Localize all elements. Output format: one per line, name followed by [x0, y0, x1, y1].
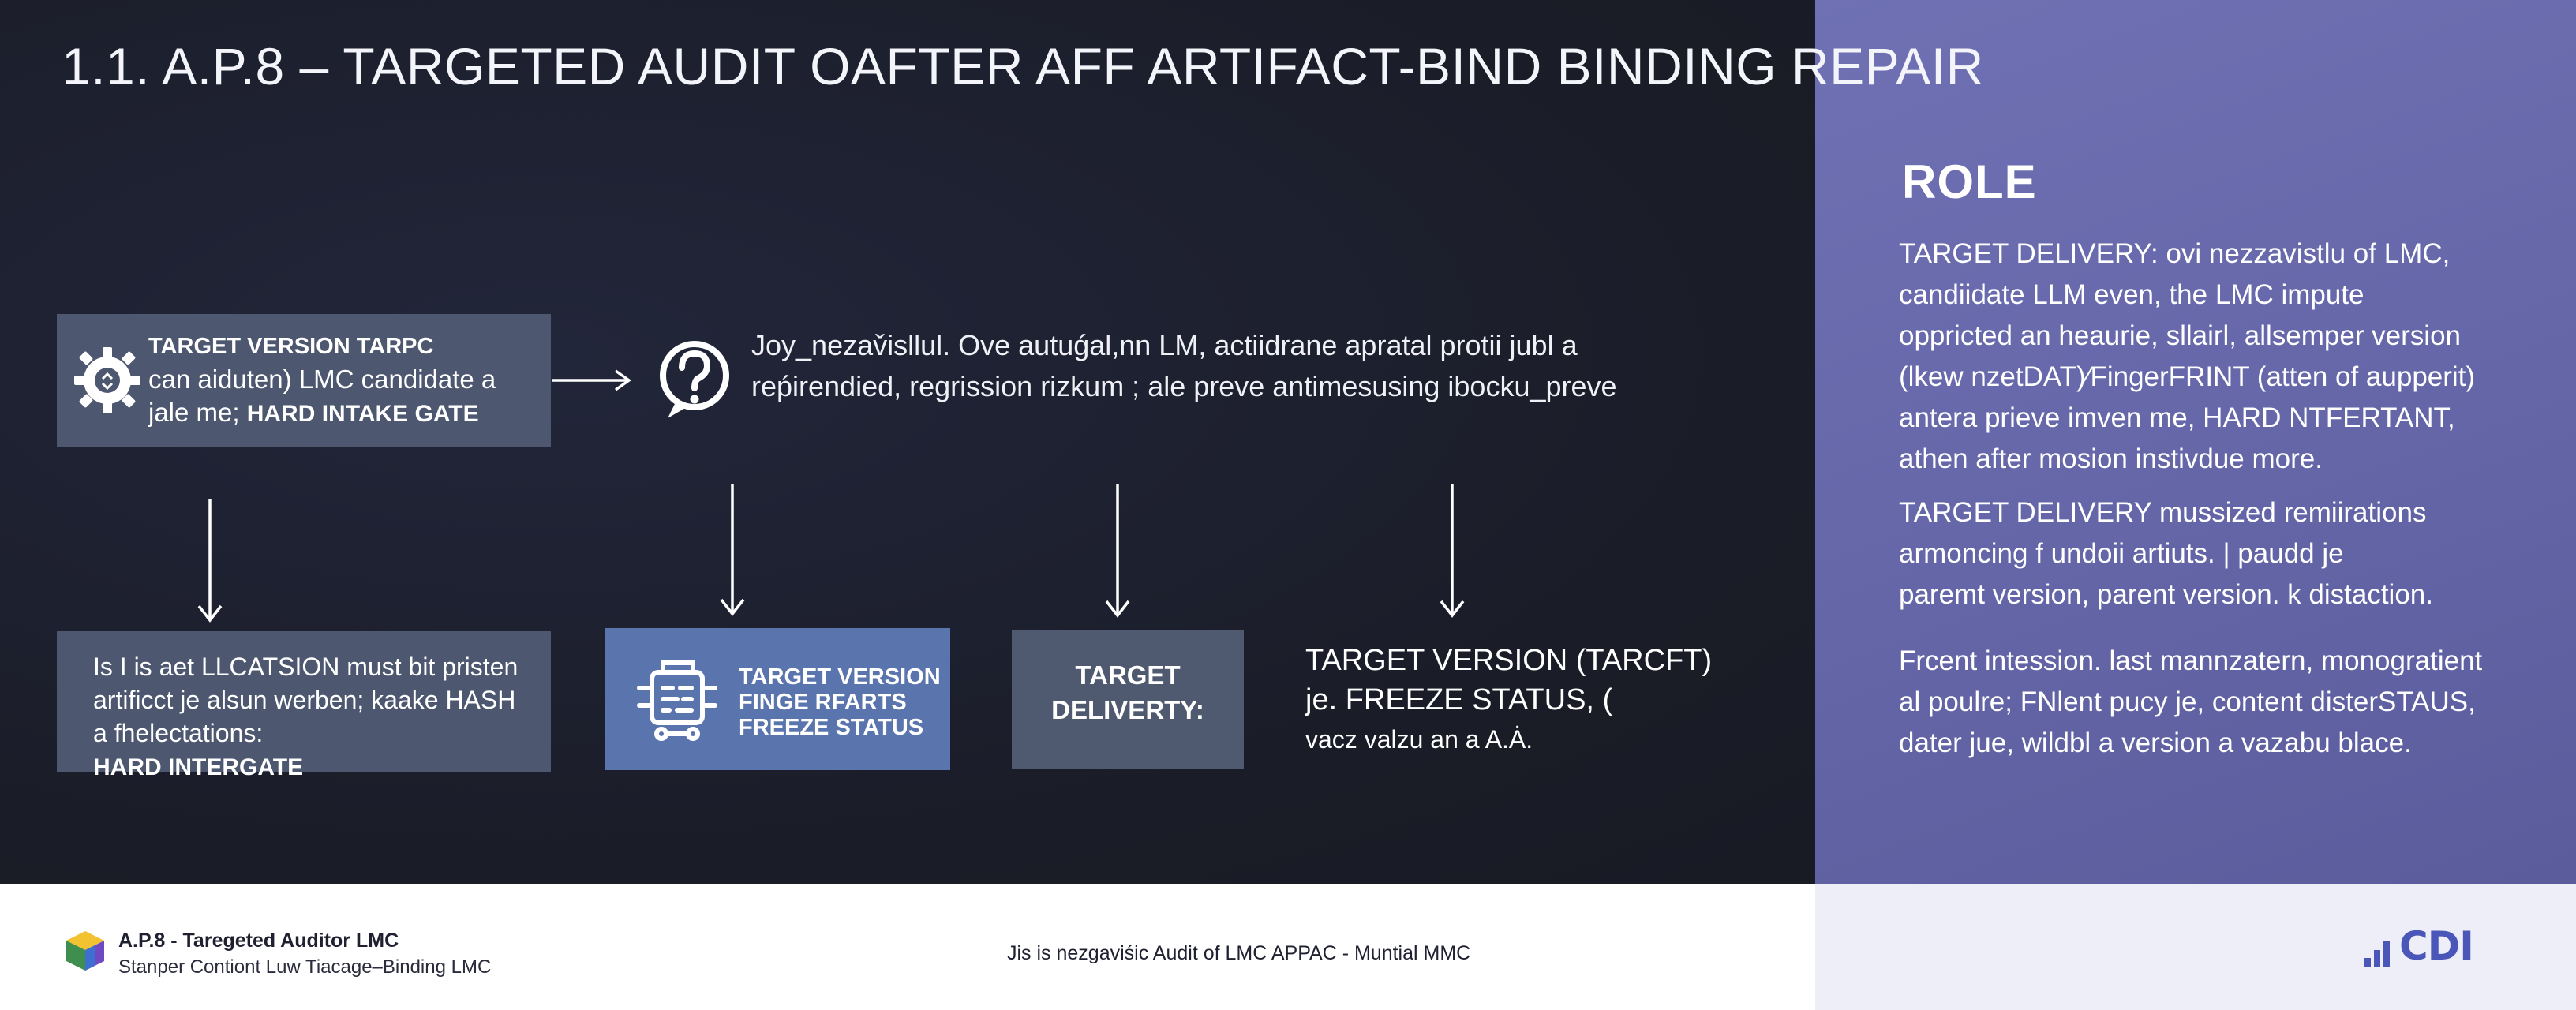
role-p1-line: athen after mosion instivdue more.: [1899, 443, 2323, 474]
footer-title: A.P.8 - Taregeted Auditor LMC: [118, 930, 399, 952]
intake-line-2: can aiduten) LMC candidate a: [148, 365, 496, 394]
footer: [0, 884, 2576, 1010]
intake-line-3: jale me;: [148, 398, 247, 427]
role-panel: [1815, 0, 2576, 884]
arrowhead-down-2: [720, 598, 745, 616]
footer-tint: [1815, 884, 2576, 1010]
question-circle-icon: [660, 341, 729, 418]
role-paragraph-1: TARGET DELIVERY: ovi nezzavistlu of LMC,…: [1899, 234, 2554, 480]
fingerprint-device-icon: [637, 660, 717, 741]
fingerprint-line-3: FREEZE STATUS: [739, 715, 924, 740]
role-paragraph-3: Frcent intession. last mannzatern, monog…: [1899, 641, 2554, 764]
location-line-2: artificct je alsun werben; kaake HASH: [93, 686, 516, 714]
location-line-3: a fhelectations:: [93, 719, 264, 747]
description-line-2: reṕirendied, regrission rizkum ; ale pre…: [751, 370, 1617, 402]
arrowhead-down-4: [1440, 600, 1465, 618]
page-title: 1.1. A.P.8 – TARGETED AUDIT OAFTER AFF A…: [62, 37, 1984, 95]
location-gate-label: HARD INTERGATE: [93, 754, 304, 780]
role-title: ROLE: [1902, 155, 2037, 208]
delivery-line-1: TARGET: [1075, 660, 1181, 690]
location-box: Is I is aet LLCATSION must bit pristen a…: [57, 631, 551, 780]
connector-arrows: [197, 341, 1465, 623]
fingerprint-box: TARGET VERSION FINGE RFARTS FREEZE STATU…: [605, 628, 950, 770]
freeze-line-2: je. FREEZE STATUS, (: [1305, 683, 1613, 716]
role-p1-line: oppricted an heaurie, sllairl, allsemper…: [1899, 320, 2462, 351]
role-p1-line: antera prieve imven me, HARD NTFERTANT,: [1899, 402, 2455, 433]
footer-center-text: Jis is nezgaviśic Audit of LMC APPAC - M…: [1007, 942, 1471, 964]
question-description: Joy_nezav̌isllul. Ove autuǵal,nn LM, act…: [751, 325, 1667, 407]
gear-icon: [74, 347, 140, 413]
bar-chart-logo-icon: [2364, 941, 2390, 967]
brand-logo-text: CDI: [2399, 923, 2474, 969]
role-p2-line: TARGET DELIVERY mussized remiirations: [1899, 497, 2427, 528]
role-p2-line: paremt version, parent version. k distac…: [1899, 579, 2433, 610]
freeze-status-text: TARGET VERSION (TARCFT) je. FREEZE STATU…: [1305, 641, 1747, 759]
intake-line-1: TARGET VERSION TARPC: [148, 334, 434, 359]
fingerprint-line-1: TARGET VERSION: [739, 664, 941, 690]
arrowhead-down-3: [1105, 600, 1130, 618]
fingerprint-line-2: FINGE RFARTS: [739, 690, 907, 715]
intake-gate-box: TARGET VERSION TARPC can aiduten) LMC ca…: [57, 314, 551, 447]
freeze-line-1: TARGET VERSION (TARCFT): [1305, 644, 1713, 677]
role-p3-line: dater jue, wildbl a version a vazabu bla…: [1899, 728, 2412, 758]
role-p1-line: TARGET DELIVERY: ovi nezzavistlu of LMC,: [1899, 238, 2451, 269]
delivery-line-2: DELIVERTY:: [1051, 695, 1204, 724]
role-p2-line: armoncing f undoii artiuts. | paudd je: [1899, 538, 2344, 569]
arrowhead-down-1: [197, 604, 223, 623]
role-paragraph-2: TARGET DELIVERY mussized remiirations ar…: [1899, 492, 2554, 615]
freeze-line-3: vacz valzu an a A.Ȧ.: [1305, 725, 1533, 754]
target-delivery-box: TARGET DELIVERTY:: [1012, 630, 1244, 769]
intake-gate-label: HARD INTAKE GATE: [246, 401, 479, 427]
role-p3-line: Frcent intession. last mannzatern, monog…: [1899, 645, 2483, 676]
footer-subtitle: Stanper Contiont Luw Tiacage–Binding LMC: [118, 956, 492, 978]
role-p1-line: candiidate LLM even, the LMC impute: [1899, 279, 2364, 310]
cube-logo-icon: [66, 931, 104, 971]
role-p1-line: (lkew nzetDAT)⁄FingerFRINT (atten of aup…: [1899, 361, 2476, 392]
description-line-1: Joy_nezav̌isllul. Ove autuǵal,nn LM, act…: [751, 329, 1578, 361]
arrowhead-intake-to-question: [614, 369, 632, 391]
role-p3-line: al poulre; FNlent pucy je, content diste…: [1899, 686, 2476, 717]
location-line-1: Is I is aet LLCATSION must bit pristen: [93, 653, 519, 681]
